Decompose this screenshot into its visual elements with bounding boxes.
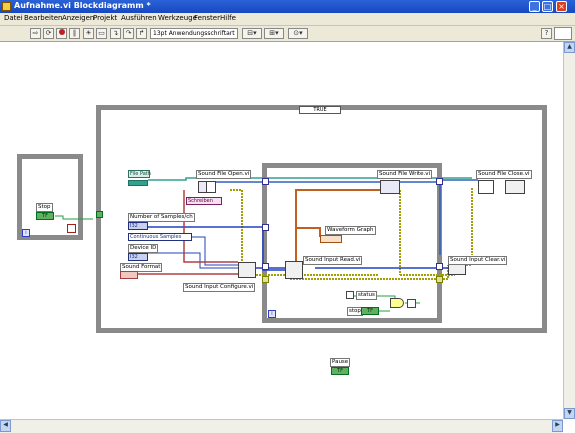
status-label: status <box>356 291 377 300</box>
sound-input-read-label: Sound Input Read.vi <box>303 256 363 265</box>
stop-button-control[interactable]: TF <box>361 307 379 315</box>
waveform-wire <box>295 189 385 270</box>
sound-file-write-label: Sound File Write.vi <box>377 170 433 179</box>
error-tunnel <box>262 276 269 283</box>
case-selector-terminal <box>96 211 103 218</box>
sound-input-configure-vi[interactable] <box>238 262 256 278</box>
run-continuous-icon[interactable]: ⟳ <box>43 28 54 39</box>
num-samples-wire <box>148 226 285 271</box>
sound-input-configure-label: Sound Input Configure.vi <box>183 283 256 292</box>
or-gate-icon <box>390 298 404 308</box>
taskid-tunnel <box>262 263 269 270</box>
step-out-icon[interactable]: ↱ <box>136 28 147 39</box>
font-selector[interactable]: 13pt Anwendungsschriftart <box>150 28 238 39</box>
stop-bool-wire <box>55 215 93 220</box>
minimize-button[interactable]: _ <box>529 1 540 12</box>
menu-werkzeuge[interactable]: Werkzeuge <box>158 14 197 22</box>
sound-file-open-vi-icon[interactable] <box>206 181 216 193</box>
menu-projekt[interactable]: Projekt <box>93 14 118 22</box>
distribute-icon[interactable]: ⊞▾ <box>264 28 284 39</box>
close-button[interactable]: × <box>556 1 567 12</box>
help-icon[interactable]: ? <box>541 28 552 39</box>
case-selector-label: TRUE <box>313 107 327 113</box>
sound-file-open-label: Sound File Open.vi <box>196 170 252 179</box>
device-id-control[interactable]: I32 <box>128 253 148 261</box>
error-out-tunnel <box>436 276 443 283</box>
loop-stop-terminal-icon[interactable] <box>67 224 76 233</box>
file-path-tunnel <box>262 178 269 185</box>
inner-stop-terminal-icon[interactable] <box>407 299 416 308</box>
continuous-samples-enum[interactable]: Continuous Samples <box>128 233 192 241</box>
run-icon[interactable]: ⇨ <box>30 28 41 39</box>
menu-bar <box>0 13 575 26</box>
iteration-terminal: i <box>22 229 30 237</box>
highlight-execution-icon[interactable]: ☀ <box>83 28 94 39</box>
file-path-control[interactable] <box>128 180 148 186</box>
title-bar <box>0 0 575 13</box>
labview-app-icon <box>2 2 11 11</box>
stop-control[interactable]: TF <box>36 212 54 220</box>
maximize-button[interactable]: □ <box>542 1 553 12</box>
schreiben-enum[interactable]: Schreiben <box>186 197 222 205</box>
menu-datei[interactable]: Datei <box>4 14 23 22</box>
horizontal-scrollbar[interactable] <box>0 419 563 433</box>
continuous-wire <box>190 236 238 266</box>
abort-icon[interactable] <box>56 28 67 39</box>
pause-label: Pause <box>330 358 351 367</box>
sound-input-clear-label: Sound Input Clear.vi <box>448 256 508 265</box>
file-refnum-wire <box>208 179 478 255</box>
vi-icon[interactable] <box>554 27 572 40</box>
menu-ausfuehren[interactable]: Ausführen <box>121 14 157 22</box>
align-icon[interactable]: ⊟▾ <box>242 28 262 39</box>
file-path-label[interactable]: File Path <box>128 170 151 178</box>
number-of-samples-label: Number of Samples/ch <box>128 213 195 222</box>
menu-bearbeiten[interactable]: Bearbeiten <box>24 14 63 22</box>
error-handler-vi[interactable] <box>505 180 525 194</box>
menu-fenster[interactable]: Fenster <box>194 14 220 22</box>
error-wire-2 <box>290 265 449 280</box>
case-selector[interactable]: TRUE <box>299 106 341 114</box>
step-into-icon[interactable]: ↴ <box>110 28 121 39</box>
inner-iteration-terminal: i <box>268 310 276 318</box>
menu-anzeigen[interactable]: Anzeigen <box>62 14 95 22</box>
number-of-samples-control[interactable]: I32 <box>128 222 148 230</box>
reorder-icon[interactable]: ⊙▾ <box>288 28 308 39</box>
waveform-graph-label: Waveform Graph <box>325 226 376 235</box>
pause-control[interactable]: TF <box>331 367 349 375</box>
vertical-scrollbar[interactable] <box>563 42 575 419</box>
step-over-icon[interactable]: ↷ <box>123 28 134 39</box>
unbundle-icon <box>346 291 354 299</box>
pause-icon[interactable]: ∥ <box>69 28 80 39</box>
sound-format-label: Sound Format <box>120 263 163 272</box>
stop-label: Stop <box>36 203 53 212</box>
device-id-label: Device ID <box>128 244 159 253</box>
left-while-loop[interactable] <box>17 154 83 240</box>
sound-file-write-vi[interactable] <box>380 180 400 194</box>
waveform-graph-indicator[interactable] <box>320 235 342 243</box>
sound-file-close-vi[interactable] <box>478 180 494 194</box>
device-id-wire <box>148 252 238 269</box>
menu-hilfe[interactable]: Hilfe <box>220 14 236 22</box>
sound-format-control[interactable] <box>120 271 138 279</box>
refnum-out-tunnel <box>436 178 443 185</box>
samples-tunnel <box>262 224 269 231</box>
taskid-out-tunnel <box>436 263 443 270</box>
sound-file-close-label: Sound File Close.vi <box>476 170 532 179</box>
window-title: Aufnahme.vi Blockdiagramm * <box>14 1 151 10</box>
retain-wire-values-icon[interactable]: ▭ <box>96 28 107 39</box>
sound-input-read-vi[interactable] <box>285 261 303 279</box>
